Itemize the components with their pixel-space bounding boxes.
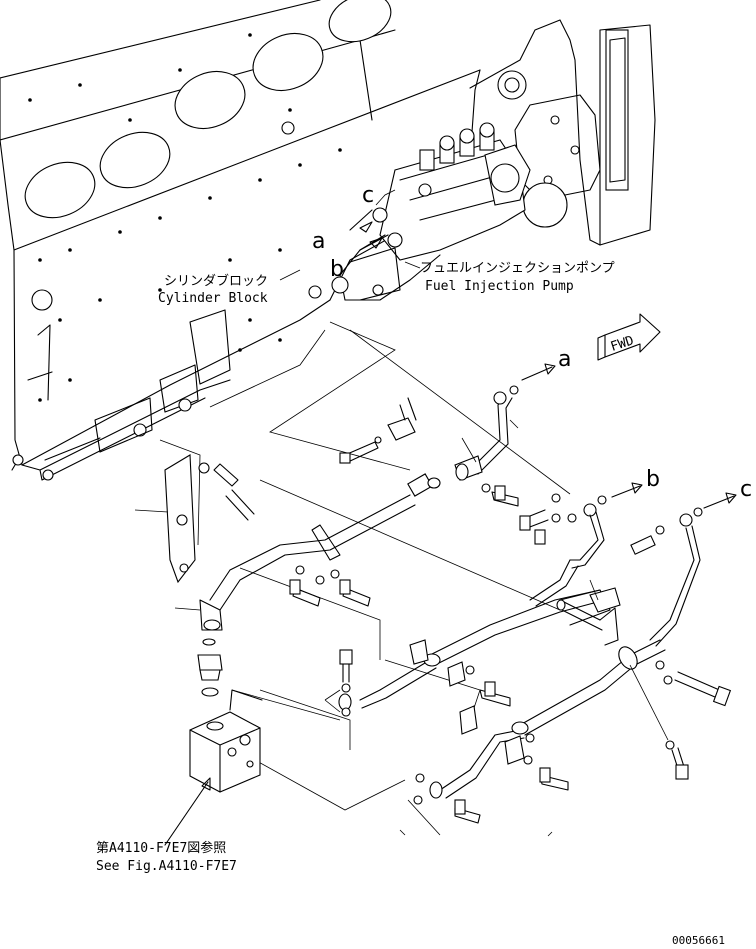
callout-c-line: c xyxy=(740,477,752,502)
manifold-block xyxy=(164,689,341,846)
fuel-line-c xyxy=(630,507,703,647)
bolts-b-fittings xyxy=(481,483,607,545)
bolts-lower xyxy=(289,565,569,824)
fwd-label: FWD xyxy=(609,333,636,355)
fuel-pump-jp-label: フュエルインジェクションポンプ xyxy=(420,261,615,276)
callout-a-line: a xyxy=(558,347,571,372)
callout-b-line: b xyxy=(646,467,660,492)
adapter-fitting xyxy=(197,638,223,697)
delivery-valves xyxy=(419,122,495,171)
cylinder-block-en-label: Cylinder Block xyxy=(158,291,268,306)
fuel-pump-en-label: Fuel Injection Pump xyxy=(425,279,574,294)
cylinder-block-jp-label: シリンダブロック xyxy=(164,273,268,289)
reference-en-label: See Fig.A4110-F7E7 xyxy=(96,859,237,874)
fuel-line-a xyxy=(454,385,519,481)
callout-b-pump: b xyxy=(330,257,344,282)
bolts-upper-left xyxy=(198,462,255,521)
clamp-upper xyxy=(339,397,417,464)
long-bolt-right xyxy=(629,660,732,780)
assembly-leader-lines xyxy=(159,321,571,837)
arrow-right-icon xyxy=(521,363,737,509)
callout-c-pump: c xyxy=(362,183,374,208)
fuel-injection-pump xyxy=(308,19,656,301)
cylinder-bores xyxy=(24,0,392,219)
main-fuel-hose xyxy=(174,473,441,631)
lower-hose-assembly xyxy=(338,587,666,799)
pin-bracket xyxy=(556,579,603,631)
reference-jp-label: 第A4110-F7E7図参照 xyxy=(96,840,226,856)
drawing-number: 00056661 xyxy=(672,934,725,947)
fuel-line-b xyxy=(529,511,605,607)
mounting-bracket xyxy=(134,454,196,584)
hose-clamps xyxy=(409,639,525,765)
fwd-arrow-icon: FWD xyxy=(597,313,661,361)
callout-a-pump: a xyxy=(312,229,325,254)
block-bolt-holes xyxy=(28,33,342,402)
cylinder-block xyxy=(0,0,481,481)
